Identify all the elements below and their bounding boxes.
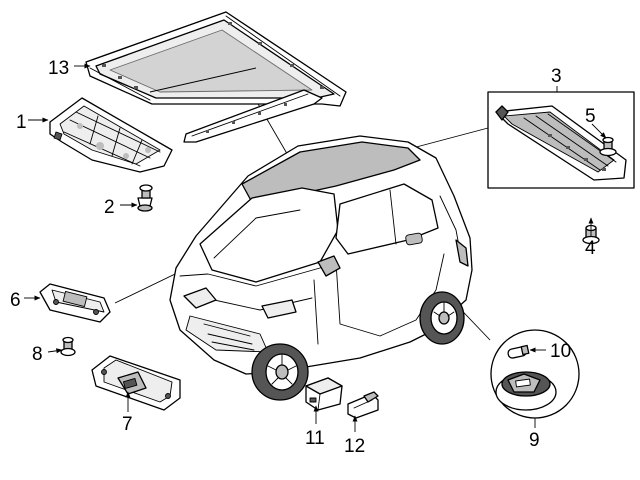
map-lamp-bracket-6 (39, 283, 111, 323)
callout-10: 10 (550, 341, 571, 362)
control-module-11 (305, 377, 343, 411)
clip-fastener-2 (137, 184, 153, 212)
lamp-assembly-circle-9 (490, 329, 580, 419)
callout-13: 13 (48, 58, 69, 79)
callout-labels: 1 2 3 4 5 6 7 8 9 10 11 12 13 (10, 58, 596, 457)
callout-12: 12 (344, 436, 365, 457)
callout-2: 2 (104, 197, 115, 218)
bracket-12 (347, 391, 379, 419)
callout-4: 4 (585, 238, 596, 259)
callout-arrows (24, 63, 607, 432)
dome-lamp-housing-7 (91, 355, 181, 411)
roof-insulator-panel (49, 97, 173, 173)
callout-11: 11 (305, 428, 325, 449)
screw-8 (60, 336, 76, 357)
callout-9: 9 (529, 430, 540, 451)
callout-3: 3 (551, 66, 562, 87)
callout-6: 6 (10, 290, 21, 311)
callout-1: 1 (16, 112, 27, 133)
sunroof-glass-panel (85, 11, 347, 107)
car-body (169, 135, 473, 401)
trim-clip-5 (599, 136, 617, 157)
callout-5: 5 (585, 106, 596, 127)
sunroof-rail (183, 89, 323, 143)
bulb-10 (507, 344, 530, 359)
callout-7: 7 (122, 414, 133, 435)
callout-8: 8 (32, 344, 43, 365)
